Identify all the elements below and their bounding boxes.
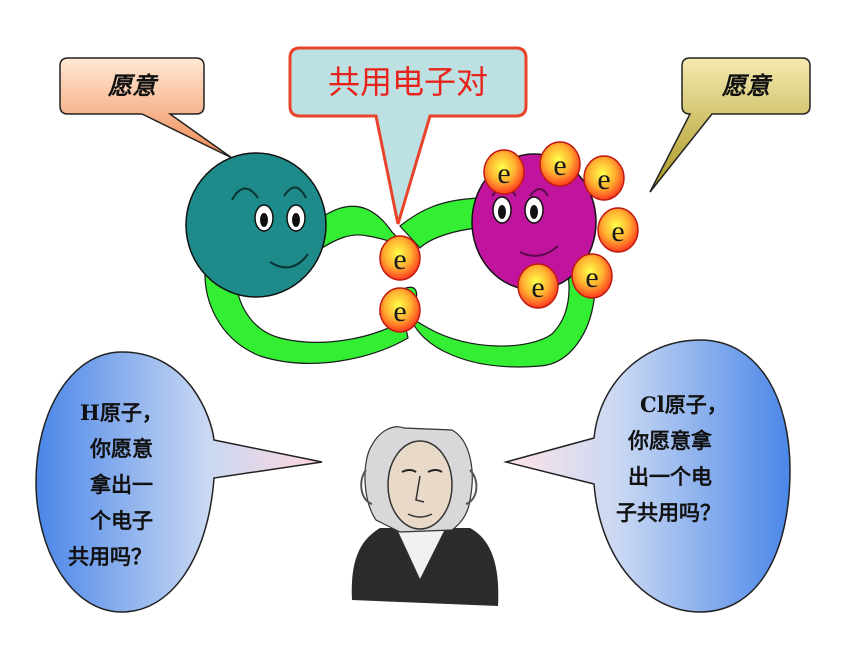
electrons: e e e e e e e e [379, 141, 639, 333]
portrait-illustration [351, 426, 499, 606]
svg-text:e: e [497, 157, 510, 190]
speech-bubble-left: H原子， 你愿意 拿出一 个电子 共用吗？ [35, 351, 323, 613]
speech-bubble-right: Cl原子， 你愿意拿 出一个电 子共用吗？ [503, 339, 791, 613]
callout-left: 愿意 [59, 57, 233, 159]
hydrogen-atom [185, 152, 327, 298]
electron: e [539, 141, 581, 187]
svg-text:e: e [553, 149, 566, 182]
electron: e [517, 263, 559, 309]
shared-electron: e [379, 235, 421, 281]
callout-left-text: 愿意 [107, 71, 159, 100]
svg-text:e: e [597, 163, 610, 196]
electron: e [571, 253, 613, 299]
shared-electron: e [379, 287, 421, 333]
electron: e [483, 149, 525, 195]
bubble-left-text: H原子， 你愿意 拿出一 个电子 共用吗？ [68, 400, 170, 569]
svg-text:e: e [611, 215, 624, 248]
svg-text:e: e [393, 295, 406, 328]
callout-right: 愿意 [649, 57, 811, 193]
svg-text:e: e [531, 271, 544, 304]
callout-right-text: 愿意 [721, 71, 773, 100]
bubble-right-text: Cl原子， 你愿意拿 出一个电 子共用吗？ [616, 392, 735, 525]
electron: e [597, 207, 639, 253]
callout-center: 共用电子对 [288, 46, 528, 225]
electron: e [583, 155, 625, 201]
svg-text:e: e [393, 243, 406, 276]
svg-text:e: e [585, 261, 598, 294]
callout-center-text: 共用电子对 [328, 63, 488, 101]
